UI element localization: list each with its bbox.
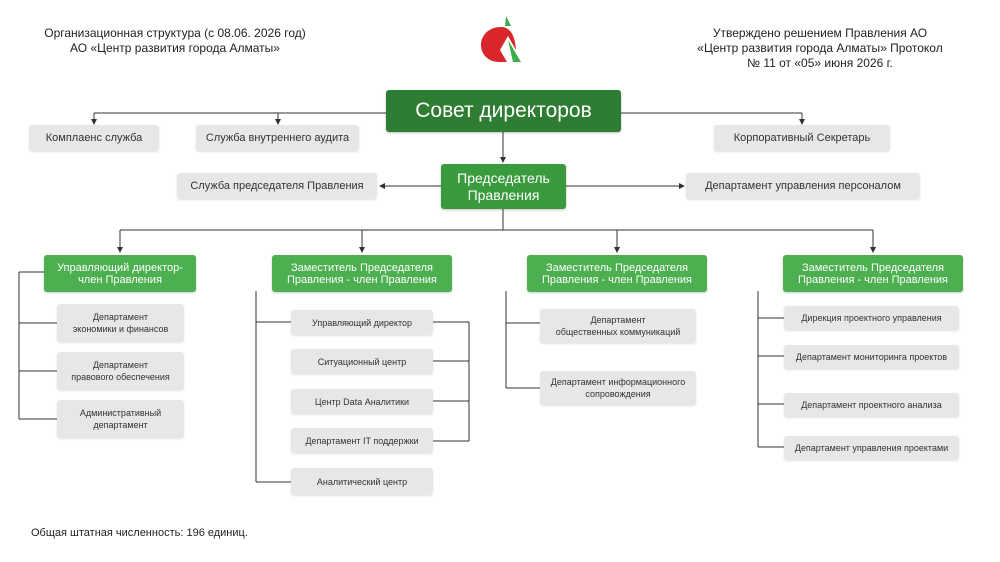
it-support-dept-box[interactable]: Департамент IT поддержки	[291, 428, 433, 453]
deputy-chairman-box-3[interactable]: Заместитель Председателя Правления - чле…	[783, 255, 963, 292]
headcount-note: Общая штатная численность: 196 единиц.	[31, 527, 248, 539]
project-administration-dept-box[interactable]: Департамент управления проектами	[784, 436, 959, 460]
deputy-chairman-box-2[interactable]: Заместитель Председателя Правления - чле…	[527, 255, 707, 292]
approval-line2: «Центр развития города Алматы» Протокол	[697, 41, 943, 55]
hr-department-box[interactable]: Департамент управления персоналом	[686, 173, 920, 199]
internal-audit-box[interactable]: Служба внутреннего аудита	[196, 125, 359, 151]
project-management-directorate-box[interactable]: Дирекция проектного управления	[784, 306, 959, 330]
apple-a-logo-icon	[481, 16, 521, 62]
information-support-dept-box[interactable]: Департамент информационного сопровождени…	[540, 371, 696, 405]
compliance-service-box[interactable]: Комплаенс служба	[29, 125, 159, 151]
managing-director-unit-box[interactable]: Управляющий директор	[291, 310, 433, 335]
project-analysis-dept-box[interactable]: Департамент проектного анализа	[784, 393, 959, 417]
project-monitoring-dept-box[interactable]: Департамент мониторинга проектов	[784, 345, 959, 369]
analytical-center-box[interactable]: Аналитический центр	[291, 468, 433, 495]
managing-director-box[interactable]: Управляющий директор- член Правления	[44, 255, 196, 292]
administrative-dept-box[interactable]: Административный департамент	[57, 400, 184, 438]
data-analytics-center-box[interactable]: Центр Data Аналитики	[291, 389, 433, 414]
board-of-directors-box[interactable]: Совет директоров	[386, 90, 621, 132]
approval-line3: № 11 от «05» июня 2026 г.	[747, 56, 893, 70]
header-right: Утверждено решением Правления АО «Центр …	[670, 26, 970, 71]
chairman-service-box[interactable]: Служба председателя Правления	[177, 173, 377, 199]
economics-finance-dept-box[interactable]: Департамент экономики и финансов	[57, 304, 184, 342]
corporate-secretary-box[interactable]: Корпоративный Секретарь	[714, 125, 890, 151]
public-communications-dept-box[interactable]: Департамент общественных коммуникаций	[540, 309, 696, 343]
chairman-box[interactable]: Председатель Правления	[441, 164, 566, 209]
situation-center-box[interactable]: Ситуационный центр	[291, 349, 433, 374]
legal-dept-box[interactable]: Департамент правового обеспечения	[57, 352, 184, 390]
header-title-line1: Организационная структура (с 08.06. 2026…	[44, 26, 306, 40]
header-title-line2: АО «Центр развития города Алматы»	[70, 41, 280, 55]
approval-line1: Утверждено решением Правления АО	[712, 26, 928, 40]
deputy-chairman-box-1[interactable]: Заместитель Председателя Правления - чле…	[272, 255, 452, 292]
header-left: Организационная структура (с 08.06. 2026…	[30, 26, 320, 56]
